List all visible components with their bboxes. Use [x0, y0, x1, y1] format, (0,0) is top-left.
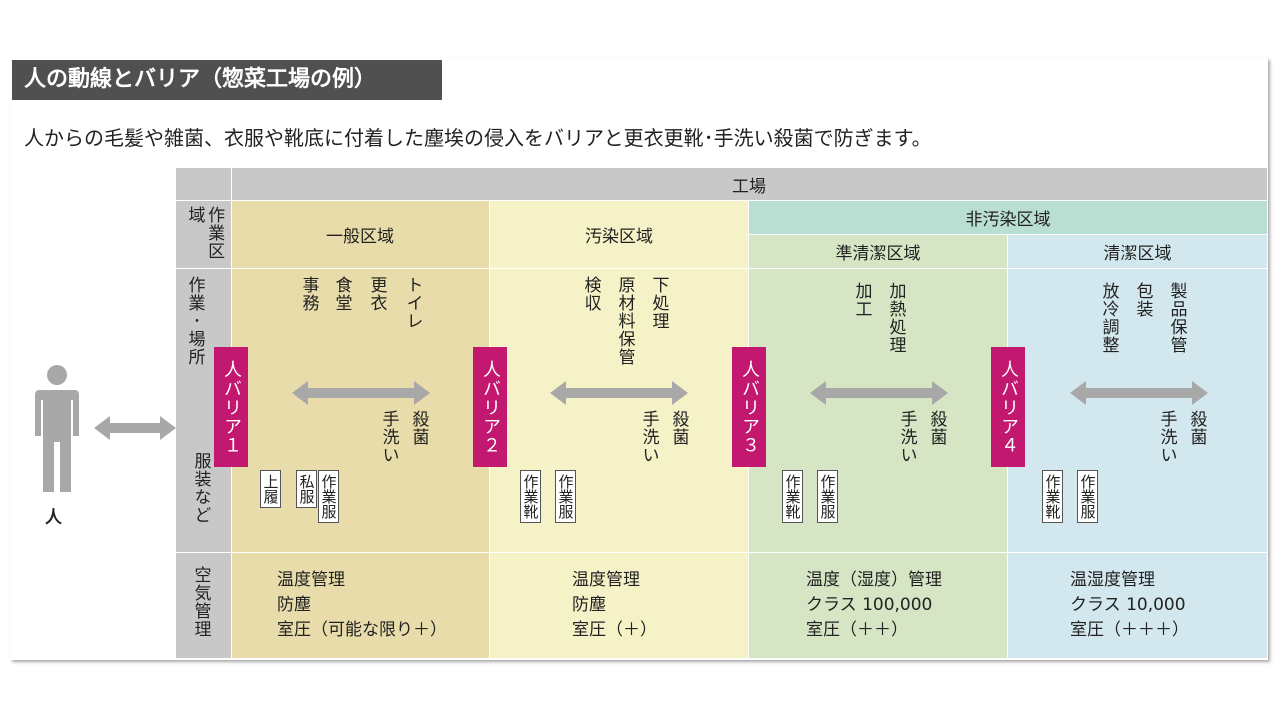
handwash-label: 手洗い — [896, 410, 917, 464]
row-label-clothes: 服装など — [190, 452, 211, 524]
divider — [749, 234, 1267, 235]
clothing-tag: 私服 — [296, 470, 317, 508]
double-arrow-icon — [292, 381, 430, 405]
work-item: 加熱処理 — [885, 282, 906, 354]
handwash-label: 殺菌 — [668, 410, 689, 446]
zone-bg-general — [231, 201, 489, 658]
row-label-zone: 作業区域 — [184, 206, 225, 260]
double-arrow-icon — [1070, 381, 1208, 405]
work-item: 下処理 — [648, 276, 669, 330]
clothing-tag: 作業靴 — [1042, 470, 1063, 523]
lead-text: 人からの毛髪や雑菌、衣服や靴底に付着した塵埃の侵入をバリアと更衣更靴･手洗い殺菌… — [24, 126, 932, 150]
divider — [176, 200, 1267, 201]
handwash-label: 殺菌 — [408, 410, 429, 446]
diagram-title: 人の動線とバリア（惣菜工場の例） — [12, 60, 442, 100]
clothing-tag: 作業靴 — [782, 470, 803, 523]
air-management-contaminated: 温度管理防塵室圧（＋） — [572, 570, 657, 640]
person-barrier-4: 人バリア４ — [991, 347, 1025, 467]
zone-bg-contaminated — [490, 201, 748, 658]
double-arrow-icon — [550, 381, 688, 405]
work-item: 更衣 — [366, 276, 387, 312]
zone-name-contaminated: 汚染区域 — [585, 227, 653, 247]
work-item: 事務 — [298, 276, 319, 312]
zone-name-semiclean: 準清潔区域 — [835, 244, 921, 264]
work-item: 検収 — [580, 276, 601, 312]
person-barrier-2: 人バリア２ — [473, 347, 507, 467]
handwash-label: 手洗い — [378, 410, 399, 464]
work-item: 製品保管 — [1166, 282, 1187, 354]
handwash-label: 殺菌 — [926, 410, 947, 446]
work-item: 包装 — [1132, 282, 1153, 318]
work-item: トイレ — [402, 276, 423, 330]
person-double-arrow-icon — [94, 416, 176, 440]
handwash-label: 手洗い — [1156, 410, 1177, 464]
clothing-tag: 作業靴 — [520, 470, 541, 523]
air-management-general: 温度管理防塵室圧（可能な限り＋） — [277, 570, 447, 640]
divider — [176, 268, 1267, 269]
row-label-air: 空気管理 — [190, 566, 211, 638]
zone-bg-clean — [1008, 235, 1267, 658]
zone-name-clean: 清潔区域 — [1103, 244, 1172, 264]
person-barrier-1: 人バリア１ — [214, 347, 248, 467]
corner-cell — [176, 168, 231, 202]
person-barrier-3: 人バリア３ — [732, 347, 766, 467]
work-item: 食堂 — [331, 276, 352, 312]
row-label-work: 作業･場所 — [184, 276, 205, 366]
clothing-tag: 作業服 — [1077, 470, 1098, 523]
double-arrow-icon — [810, 381, 948, 405]
handwash-label: 手洗い — [638, 410, 659, 464]
work-item: 原材料保管 — [614, 276, 635, 366]
clothing-tag: 作業服 — [817, 470, 838, 523]
clothing-tag: 作業服 — [318, 470, 339, 523]
zone-name-general: 一般区域 — [326, 227, 394, 247]
divider — [176, 552, 1267, 553]
person-icon — [33, 364, 81, 498]
non-contaminated-header: 非汚染区域 — [749, 201, 1267, 234]
work-item: 放冷調整 — [1098, 282, 1119, 354]
factory-header: 工場 — [231, 168, 1267, 200]
work-item: 加工 — [851, 282, 872, 318]
handwash-label: 殺菌 — [1186, 410, 1207, 446]
clothing-tag: 作業服 — [555, 470, 576, 523]
clothing-tag: 上履 — [260, 470, 281, 508]
zone-bg-semiclean — [749, 235, 1007, 658]
person-label: 人 — [45, 508, 62, 528]
